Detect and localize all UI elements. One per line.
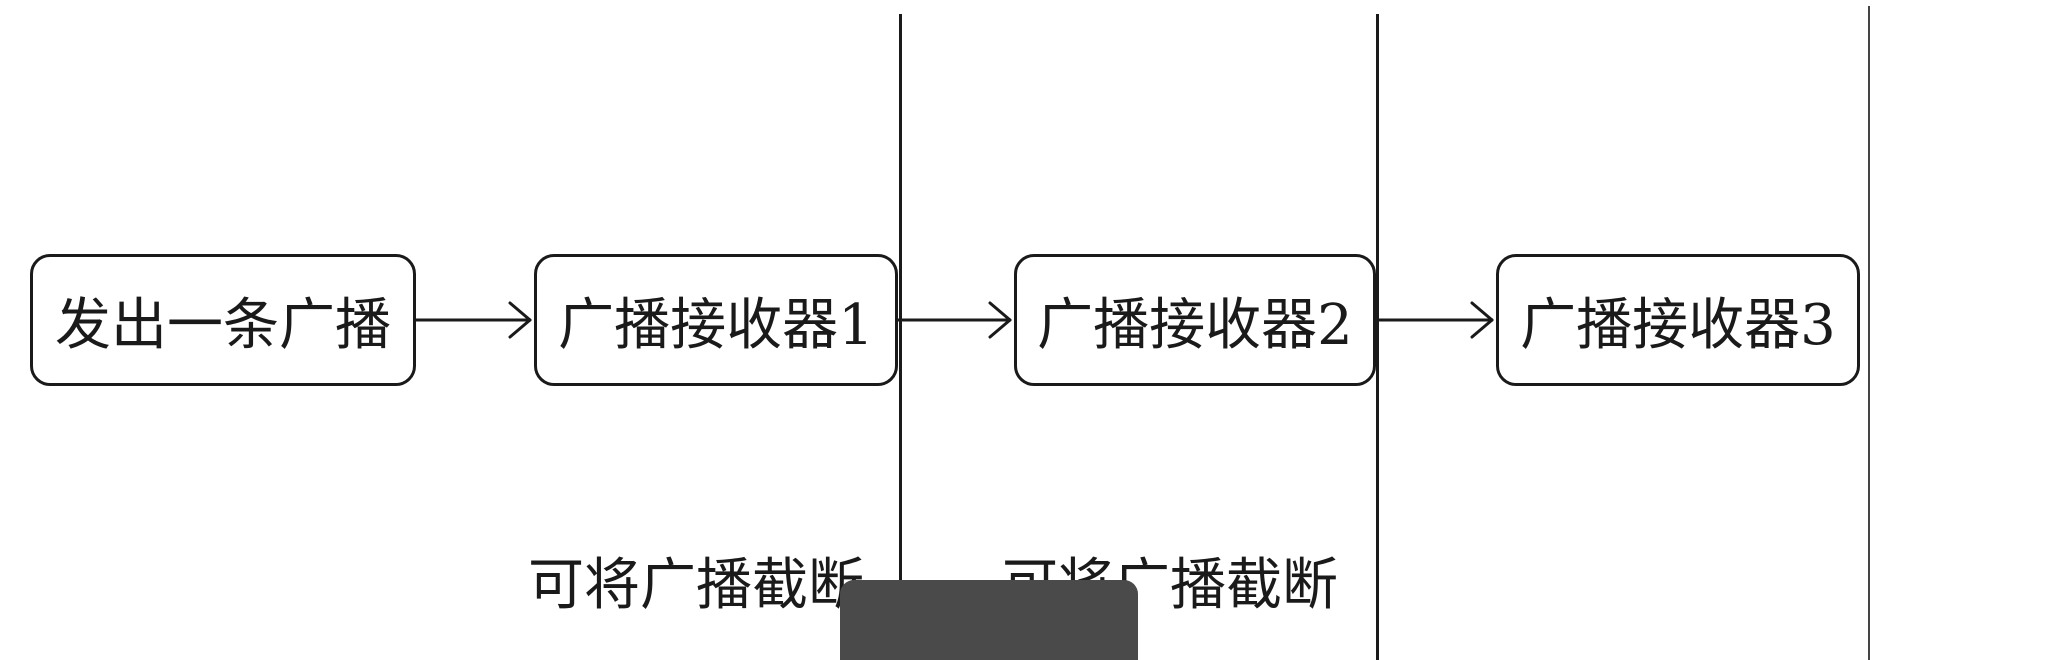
node-broadcast-source: 发出一条广播 xyxy=(30,254,416,386)
interception-boundary-1 xyxy=(899,14,902,660)
note-can-intercept-1: 可将广播截断 xyxy=(528,553,864,618)
edge-source-to-receiver-1 xyxy=(412,301,532,339)
interception-boundary-2 xyxy=(1376,14,1379,660)
right-edge-line xyxy=(1868,6,1870,660)
node-label: 广播接收器3 xyxy=(1520,292,1836,358)
edge-receiver-1-to-receiver-2 xyxy=(896,301,1012,339)
node-receiver-2: 广播接收器2 xyxy=(1014,254,1376,386)
edge-receiver-2-to-receiver-3 xyxy=(1374,301,1494,339)
node-label: 发出一条广播 xyxy=(55,292,391,358)
node-label: 广播接收器2 xyxy=(1037,292,1353,358)
overlay-bar xyxy=(840,580,1138,660)
node-receiver-3: 广播接收器3 xyxy=(1496,254,1860,386)
node-receiver-1: 广播接收器1 xyxy=(534,254,898,386)
node-label: 广播接收器1 xyxy=(558,292,874,358)
